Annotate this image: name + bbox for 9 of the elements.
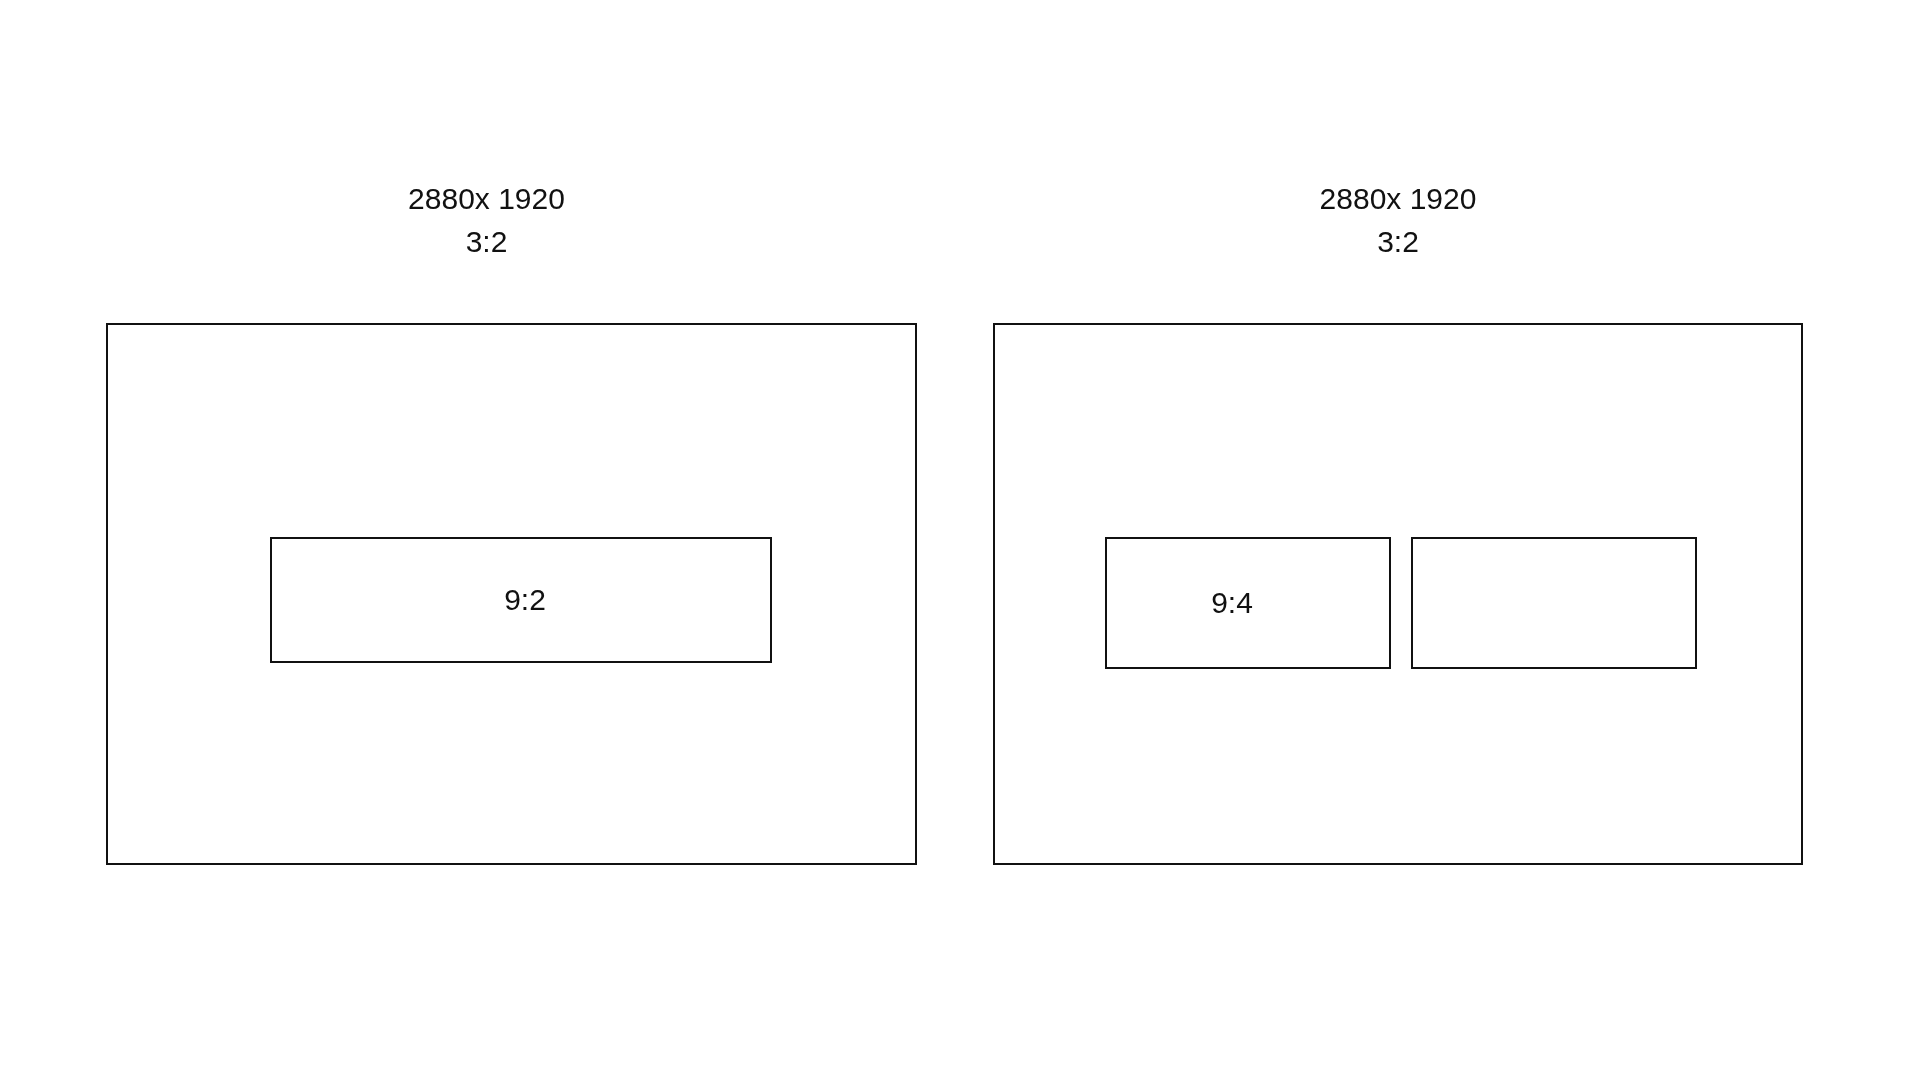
ratio-label: 9:2 (504, 583, 546, 617)
resolution-heading: 3:2 (465, 224, 508, 260)
ratio-box (270, 537, 772, 663)
resolution-heading: 2880x 1920 (408, 181, 565, 217)
empty-box (1411, 537, 1697, 669)
resolution-heading: 2880x 1920 (1319, 181, 1477, 217)
resolution-heading: 3:2 (1377, 224, 1419, 260)
ratio-box (1105, 537, 1391, 669)
ratio-label: 9:4 (1211, 586, 1253, 620)
